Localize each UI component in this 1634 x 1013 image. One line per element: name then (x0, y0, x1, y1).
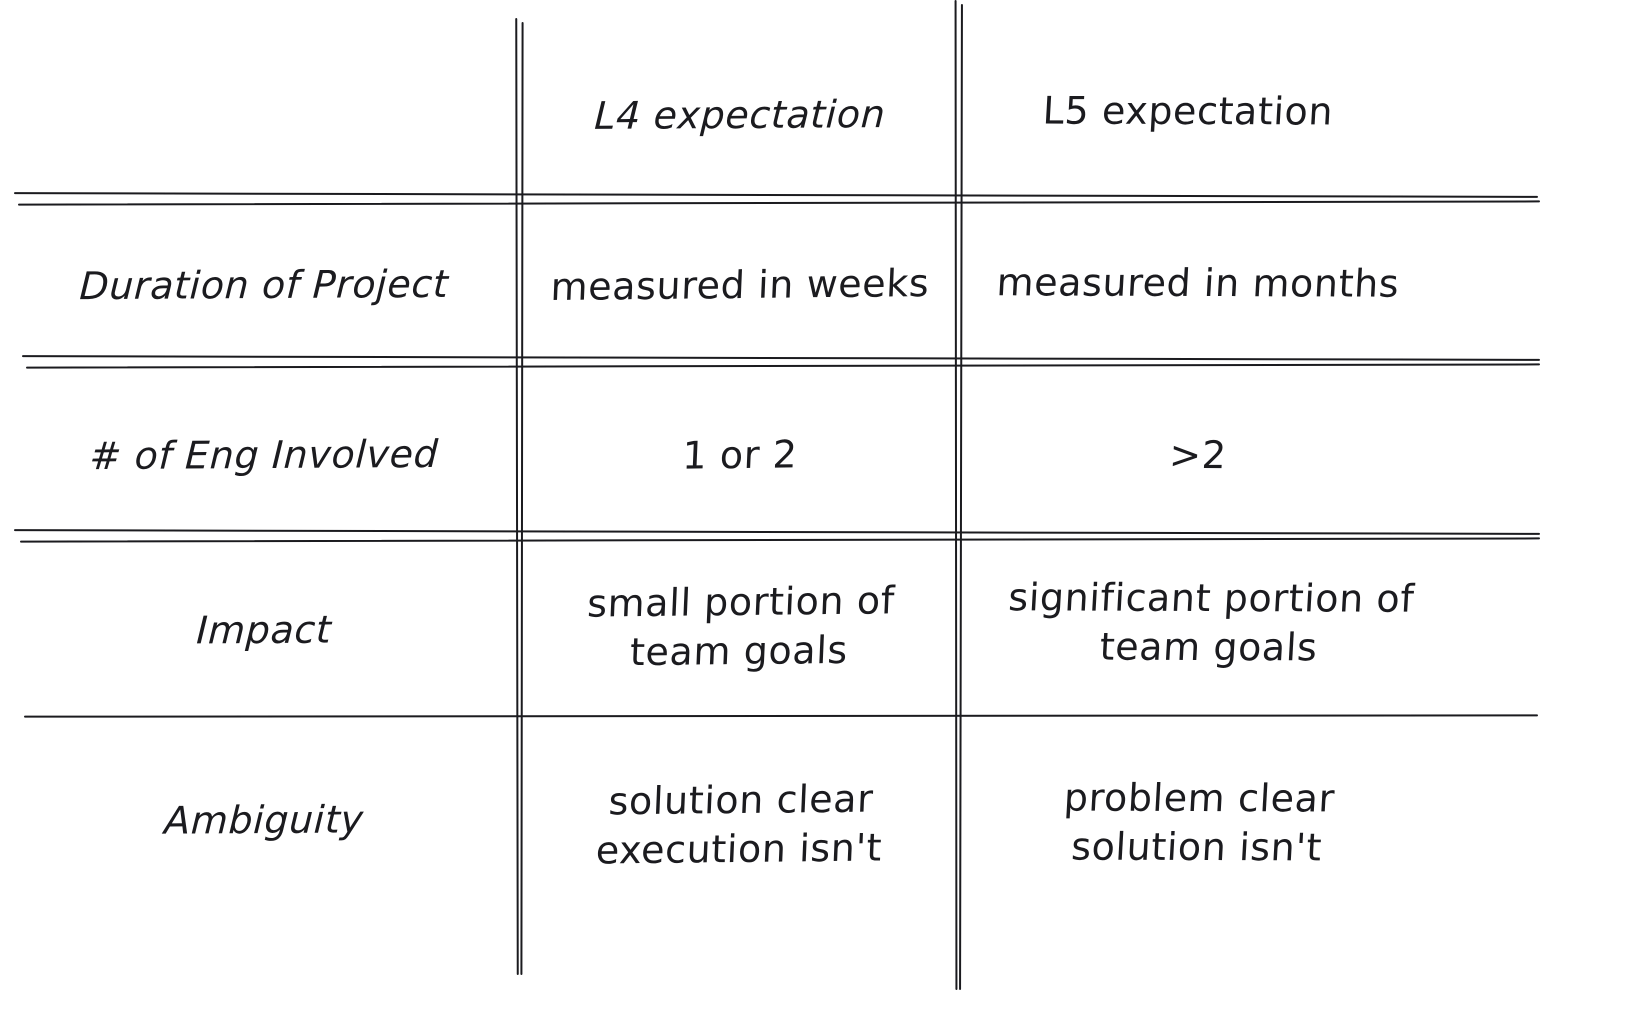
cell-impact-l4: small portion of team goals (586, 578, 896, 675)
column-header-l5: L5 expectation (1041, 88, 1335, 134)
cell-duration-of-project-l4: measured in weeks (549, 260, 931, 309)
row-divider-1-stroke-a (21, 355, 1541, 361)
row-divider-2-stroke-b (19, 537, 1541, 543)
row-label-ambiguity: Ambiguity (163, 797, 365, 843)
row-divider-header-stroke-b (17, 200, 1541, 206)
column-divider-1-stroke-a (515, 17, 519, 976)
row-label-duration-of-project: Duration of Project (78, 261, 450, 308)
row-divider-2-stroke-a (13, 529, 1541, 535)
cell-num-eng-involved-l4: 1 or 2 (681, 432, 799, 478)
cell-impact-l5: significant portion of team goals (1007, 575, 1416, 670)
cell-duration-of-project-l5: measured in months (995, 259, 1401, 306)
cell-num-eng-involved-l5: >2 (1168, 432, 1228, 477)
row-divider-1-stroke-b (25, 363, 1541, 369)
row-label-num-eng-involved: # of Eng Involved (88, 431, 440, 478)
row-divider-header-stroke-a (13, 192, 1539, 198)
cell-ambiguity-l4: solution clear execution isn't (594, 776, 884, 873)
column-header-l4: L4 expectation (593, 91, 887, 138)
cell-ambiguity-l5: problem clear solution isn't (1062, 775, 1337, 870)
row-divider-3-stroke-a (23, 714, 1539, 718)
row-label-impact: Impact (195, 607, 333, 653)
